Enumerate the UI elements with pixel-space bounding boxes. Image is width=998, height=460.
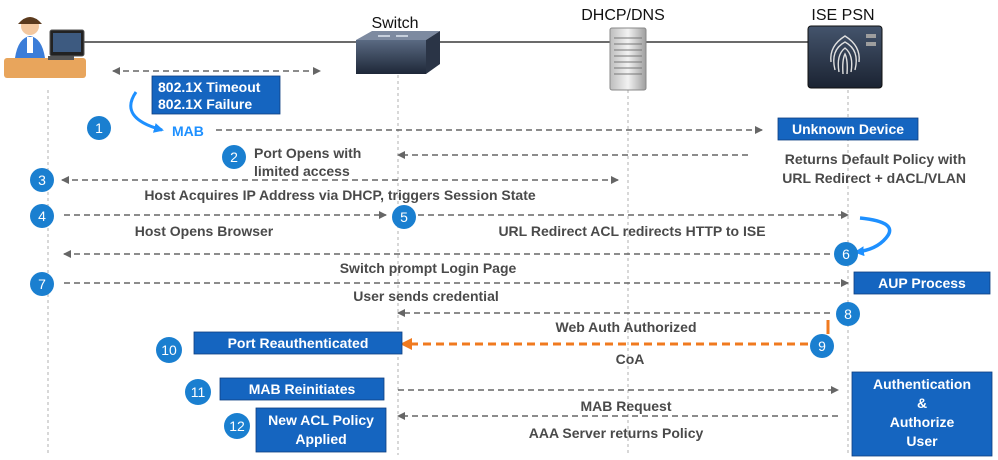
port-reauthenticated-text: Port Reauthenticated	[228, 335, 369, 351]
box-unknown-device	[777, 117, 919, 141]
label-boxes	[151, 75, 993, 457]
aaa-returns-text: AAA Server returns Policy	[529, 425, 704, 441]
mab-reinitiates-text: MAB Reinitiates	[249, 381, 356, 397]
box-authentication	[851, 371, 993, 457]
coa-text: CoA	[616, 351, 645, 367]
header-switch: Switch	[371, 15, 418, 32]
timeout-text: 802.1X Timeout	[158, 79, 261, 95]
step-10: 10	[161, 342, 177, 358]
authn-text-2: &	[917, 395, 927, 411]
host-acquires-text: Host Acquires IP Address via DHCP, trigg…	[144, 187, 536, 203]
step-11: 11	[191, 384, 206, 400]
step-2: 2	[230, 149, 238, 165]
step-12: 12	[229, 418, 245, 434]
step-9: 9	[818, 338, 826, 354]
user-sends-credential-text: User sends credential	[353, 288, 499, 304]
mab-curve-arrow	[129, 91, 164, 133]
box-new-acl-policy	[255, 407, 387, 453]
new-acl-text-1: New ACL Policy	[268, 412, 374, 428]
failure-text: 802.1X Failure	[158, 96, 252, 112]
returns-default-text-1: Returns Default Policy with	[785, 151, 966, 167]
step-3: 3	[38, 172, 46, 188]
mab-request-text: MAB Request	[580, 398, 671, 414]
box-mab-reinitiates	[219, 377, 385, 401]
lifelines	[47, 75, 849, 455]
port-opens-text-1: Port Opens with	[254, 145, 361, 161]
host-opens-browser-text: Host Opens Browser	[135, 223, 274, 239]
step-markers	[30, 116, 860, 439]
url-redirect-text: URL Redirect ACL redirects HTTP to ISE	[498, 223, 765, 239]
step-6: 6	[842, 246, 850, 262]
box-aup-process	[853, 271, 991, 295]
step-1: 1	[95, 120, 103, 136]
header-dhcp-dns: DHCP/DNS	[581, 7, 665, 24]
ise-psn-appliance-icon	[807, 25, 883, 89]
step-8: 8	[844, 306, 852, 322]
unknown-device-text: Unknown Device	[792, 121, 904, 137]
authn-text-3: Authorize	[890, 414, 955, 430]
step-5: 5	[400, 209, 408, 225]
new-acl-text-2: Applied	[295, 431, 346, 447]
step-7: 7	[38, 276, 46, 292]
user-computer-icon	[4, 17, 86, 78]
authn-text-4: User	[906, 433, 938, 449]
port-opens-text-2: limited access	[254, 163, 350, 179]
web-auth-authorized-text: Web Auth Authorized	[555, 319, 696, 335]
switch-icon	[356, 31, 440, 74]
switch-prompt-text: Switch prompt Login Page	[340, 260, 517, 276]
box-port-reauthenticated	[193, 331, 403, 355]
header-ise-psn: ISE PSN	[811, 7, 874, 24]
mab-label: MAB	[172, 123, 204, 139]
ise-loop-arrow	[854, 216, 892, 257]
message-arrows	[61, 67, 849, 420]
authn-text-1: Authentication	[873, 376, 971, 392]
step-4: 4	[38, 208, 46, 224]
returns-default-text-2: URL Redirect + dACL/VLAN	[782, 170, 966, 186]
box-8021x-timeout	[151, 75, 281, 115]
dhcp-dns-server-icon	[609, 27, 647, 91]
aup-process-text: AUP Process	[878, 275, 966, 291]
